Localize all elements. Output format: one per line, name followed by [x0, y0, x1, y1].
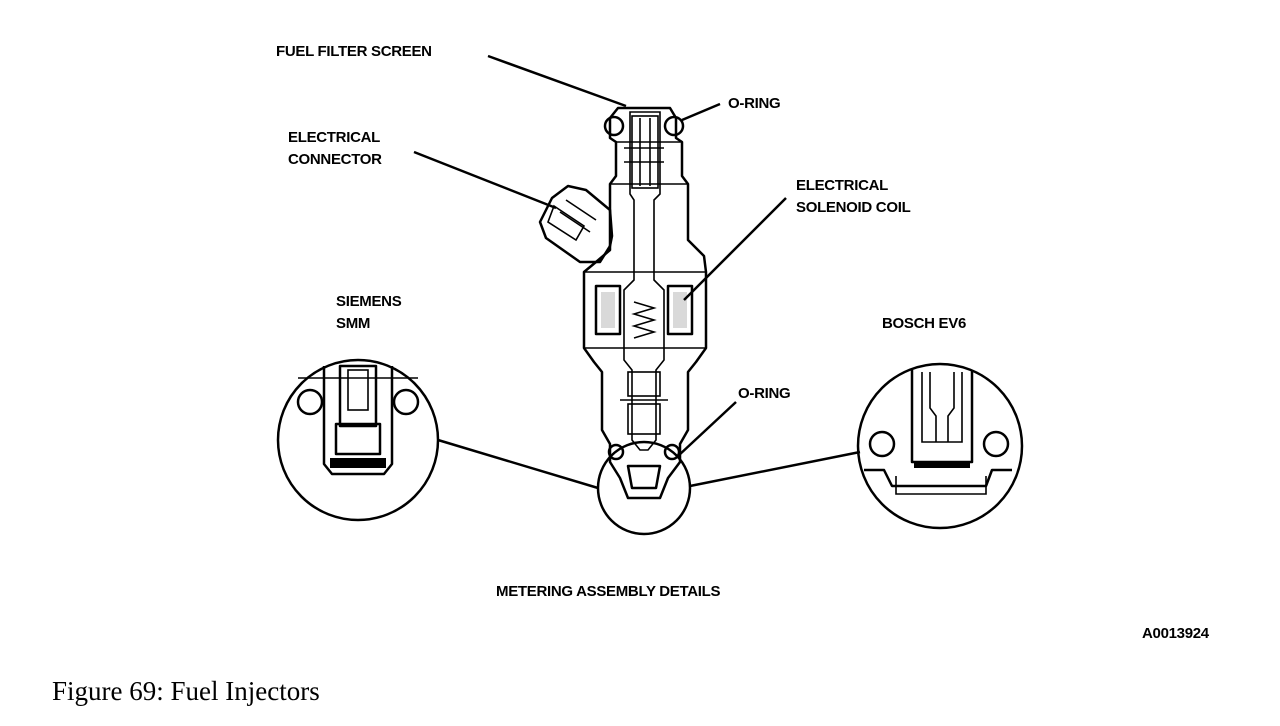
- figure-code: A0013924: [1142, 625, 1210, 642]
- label-o-ring-bottom: O-RING: [738, 385, 790, 402]
- bosch-detail: [856, 362, 1024, 530]
- injector-body: [582, 106, 708, 500]
- label-bosch: BOSCH EV6: [882, 315, 966, 332]
- label-fuel-filter-screen: FUEL FILTER SCREEN: [276, 43, 432, 60]
- label-o-ring-top: O-RING: [728, 95, 780, 112]
- label-electrical-connector-line2: CONNECTOR: [288, 151, 382, 168]
- figure-caption: Figure 69: Fuel Injectors: [52, 676, 320, 706]
- siemens-detail: [276, 358, 440, 522]
- label-electrical-connector-line1: ELECTRICAL: [288, 129, 380, 146]
- label-siemens-line2: SMM: [336, 315, 370, 332]
- label-solenoid-line1: ELECTRICAL: [796, 177, 888, 194]
- leader-lines: [413, 54, 861, 490]
- label-siemens-line1: SIEMENS: [336, 293, 402, 310]
- label-solenoid-line2: SOLENOID COIL: [796, 199, 911, 216]
- electrical-connector: [538, 184, 614, 264]
- label-metering-assembly-details: METERING ASSEMBLY DETAILS: [496, 583, 720, 600]
